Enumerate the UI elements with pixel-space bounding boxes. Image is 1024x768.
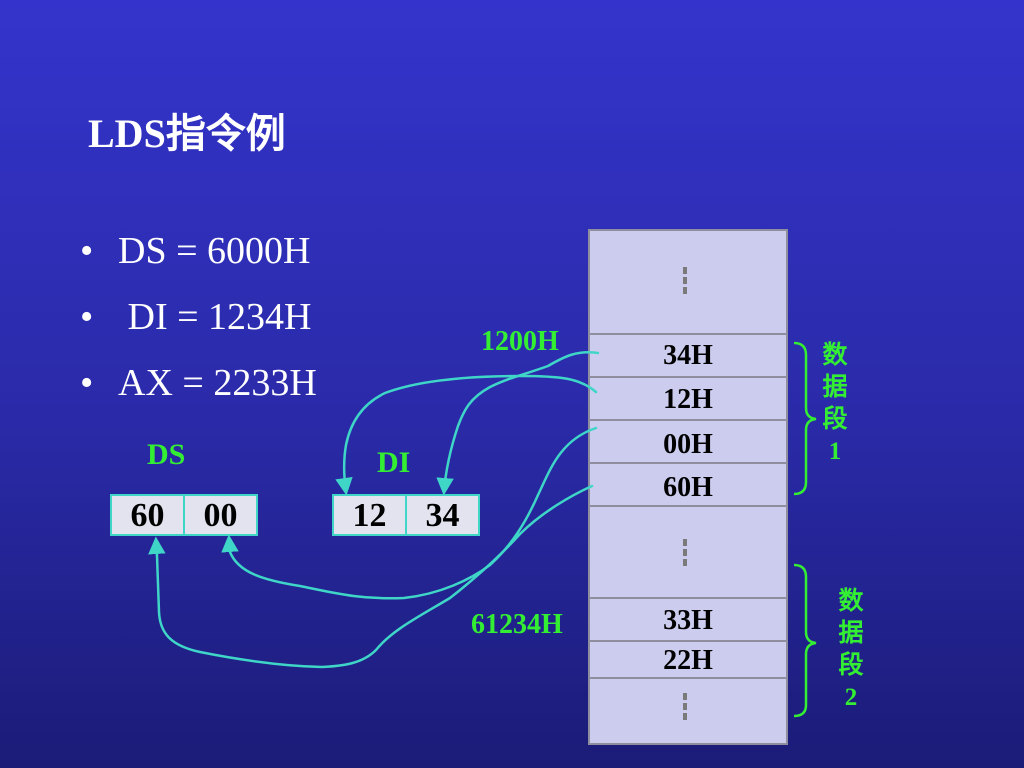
- ellipsis-icon: [683, 539, 689, 569]
- memory-column: 34H 12H 00H 60H 33H 22H: [588, 229, 788, 745]
- ellipsis-icon: [683, 693, 689, 723]
- di-high-byte: 12: [352, 497, 387, 534]
- di-register-label: DI: [377, 446, 411, 479]
- data-segment-2-label: 数 据 段 2: [838, 588, 864, 711]
- ds-register-label: DS: [147, 438, 186, 471]
- address-label-1200h: 1200H: [481, 326, 559, 357]
- memory-cell: 00H: [590, 419, 786, 462]
- memory-cell: 34H: [590, 333, 786, 376]
- ds-high-byte: 60: [130, 497, 165, 534]
- ds-register: 60 00: [110, 494, 258, 536]
- bullet-ax: •AX = 2233H: [80, 362, 317, 404]
- arrow-12h-to-di-high: [335, 374, 598, 496]
- arrow-00h-to-ds-low: [221, 426, 598, 600]
- di-register: 12 34: [332, 494, 480, 536]
- di-low-byte: 34: [405, 496, 478, 534]
- arrow-60h-to-ds-high: [148, 484, 594, 669]
- address-label-61234h: 61234H: [471, 609, 563, 640]
- bullet-di: • DI = 1234H: [80, 296, 312, 338]
- memory-cell: 33H: [590, 597, 786, 640]
- data-segment-1-label: 数 据 段 1: [822, 342, 848, 465]
- segment-2-brace: [793, 563, 817, 718]
- memory-gap: [590, 505, 786, 597]
- memory-cell: 12H: [590, 376, 786, 419]
- memory-cell: 60H: [590, 462, 786, 505]
- bullet-ds: •DS = 6000H: [80, 230, 311, 272]
- slide-title: LDS指令例: [88, 111, 286, 156]
- segment-1-brace: [793, 341, 817, 496]
- memory-gap: [590, 677, 786, 745]
- ellipsis-icon: [683, 267, 689, 297]
- memory-cell: 22H: [590, 640, 786, 677]
- ds-low-byte: 00: [183, 496, 256, 534]
- arrow-34h-to-di-low: [436, 351, 600, 496]
